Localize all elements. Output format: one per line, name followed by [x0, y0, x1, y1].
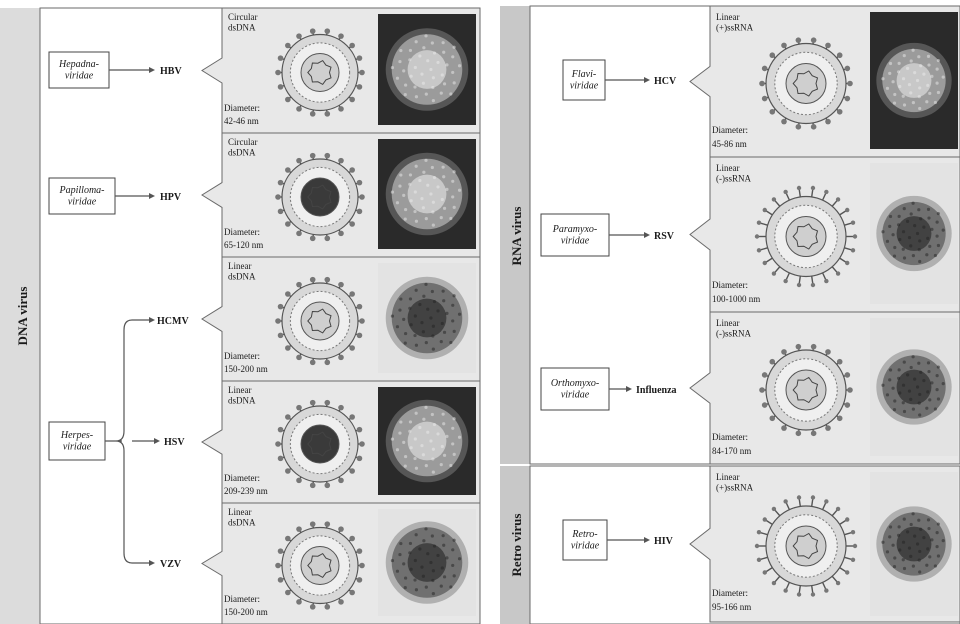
diameter-label: Diameter:: [224, 103, 260, 113]
diameter-value: 150-200 nm: [224, 607, 268, 617]
diameter-value: 100-1000 nm: [712, 294, 760, 304]
virus-hiv: HIV: [654, 536, 674, 547]
family-hepadnaviridae-label: Hepadna-viridae: [58, 59, 99, 82]
diameter-label: Diameter:: [712, 588, 748, 598]
diameter-value: 95-166 nm: [712, 602, 751, 612]
retro-panel-title: Retro virus: [509, 514, 524, 577]
genome-type: CirculardsDNA: [228, 12, 258, 32]
micrograph-hsv: [378, 387, 476, 495]
micrograph-hcv: [870, 12, 958, 149]
diameter-label: Diameter:: [712, 432, 748, 442]
micrograph-vzv: [378, 509, 476, 616]
micrograph-hcmv: [378, 263, 476, 373]
rna-panel-title: RNA virus: [509, 207, 524, 266]
virus-hcv: HCV: [654, 76, 677, 87]
diameter-label: Diameter:: [712, 280, 748, 290]
diameter-value: 65-120 nm: [224, 240, 263, 250]
diameter-label: Diameter:: [224, 227, 260, 237]
diameter-value: 209-239 nm: [224, 486, 268, 496]
virus-hcmv: HCMV: [157, 316, 189, 327]
diameter-value: 150-200 nm: [224, 364, 268, 374]
diameter-value: 42-46 nm: [224, 116, 259, 126]
virus-hpv: HPV: [160, 192, 182, 203]
virus-rsv: RSV: [654, 231, 675, 242]
virus-hbv: HBV: [160, 66, 182, 77]
virus-vzv: VZV: [160, 559, 182, 570]
family-herpesviridae-label: Herpes-viridae: [60, 430, 93, 453]
virus-influenza: Influenza: [636, 385, 677, 396]
micrograph-hbv: [378, 14, 476, 125]
diameter-value: 84-170 nm: [712, 446, 751, 456]
diameter-value: 45-86 nm: [712, 139, 747, 149]
diameter-label: Diameter:: [224, 473, 260, 483]
diameter-label: Diameter:: [224, 351, 260, 361]
micrograph-hpv: [378, 139, 476, 249]
micrograph-rsv: [870, 163, 958, 304]
diameter-label: Diameter:: [712, 125, 748, 135]
virus-hsv: HSV: [164, 437, 185, 448]
family-retroviridae-label: Retro-viridae: [571, 529, 600, 552]
dna-panel-title: DNA virus: [15, 287, 30, 346]
micrograph-influenza: [870, 318, 958, 456]
genome-type: CirculardsDNA: [228, 137, 258, 157]
family-flaviviridae-label: Flavi-viridae: [570, 69, 599, 92]
micrograph-hiv: [870, 472, 958, 616]
diameter-label: Diameter:: [224, 594, 260, 604]
